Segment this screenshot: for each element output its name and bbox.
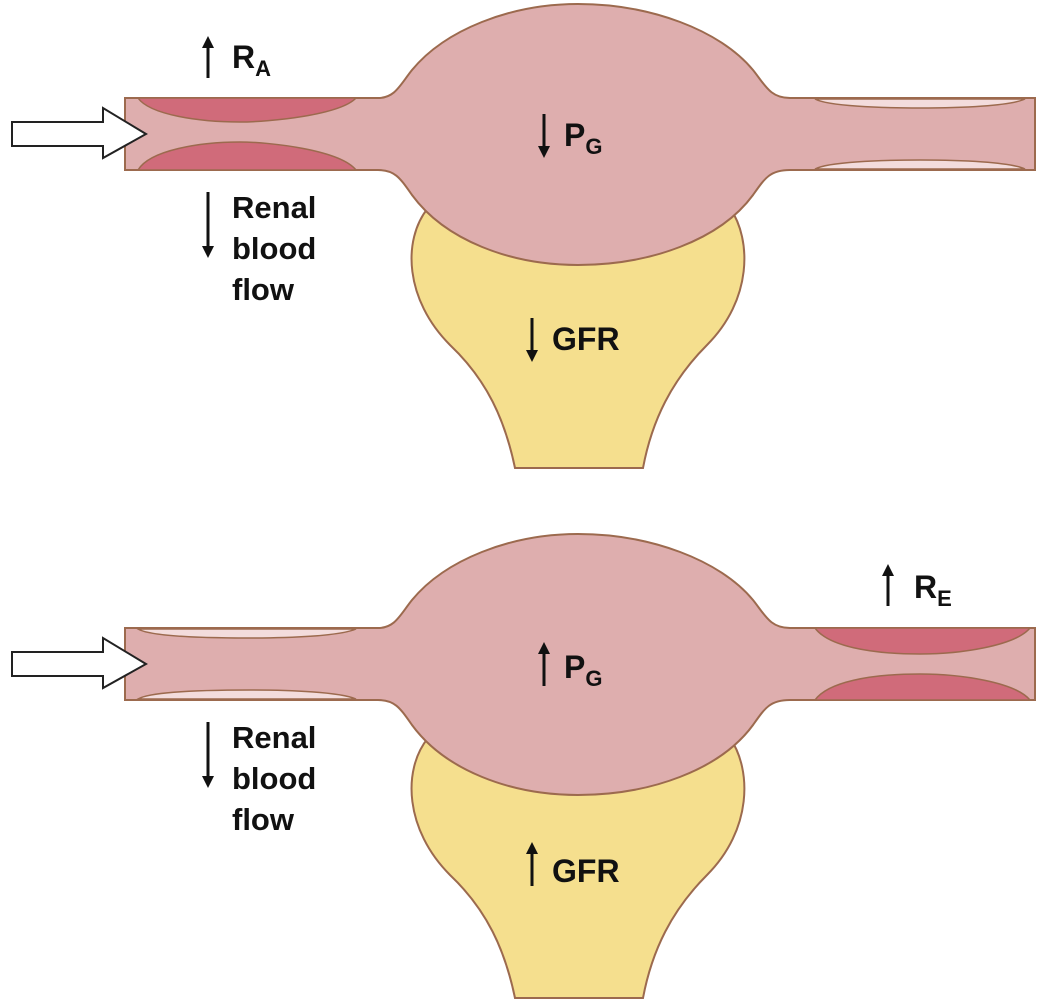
panel-afferent-constriction: RA Renal blood flow PG GFR [11,2,1036,469]
afferent-wall-bottom [136,141,358,171]
resistance-subscript: E [937,586,952,611]
efferent-wall-top [814,98,1026,109]
afferent-wall-top [135,628,357,639]
flow-label-line-2: blood [232,231,316,266]
efferent-wall-bottom [813,673,1032,701]
efferent-wall-bottom [814,159,1026,170]
flow-label-line-1: Renal [232,190,316,225]
afferent-wall-bottom [135,689,357,700]
flow-label-line-3: flow [232,272,295,307]
flow-label-line-3: flow [232,802,295,837]
svg-text:RA: RA [232,39,271,81]
svg-text:RE: RE [914,569,952,611]
pressure-symbol: P [564,117,585,153]
svg-text:PG: PG [564,649,602,691]
resistance-subscript: A [255,56,271,81]
pressure-subscript: G [585,666,602,691]
pressure-subscript: G [585,134,602,159]
inflow-arrow [11,636,148,690]
flow-label-line-2: blood [232,761,316,796]
glomerular-vessel [124,2,1036,267]
pressure-symbol: P [564,649,585,685]
afferent-wall-top [136,97,358,123]
panel-efferent-constriction: RE Renal blood flow PG GFR [11,532,1036,999]
efferent-wall-top [813,627,1032,655]
flow-label-line-1: Renal [232,720,316,755]
svg-text:PG: PG [564,117,602,159]
glomerular-vessel [124,532,1036,797]
inflow-arrow [11,106,148,160]
resistance-symbol: R [914,569,937,605]
gfr-label: GFR [552,321,620,357]
gfr-label: GFR [552,853,620,889]
resistance-symbol: R [232,39,255,75]
